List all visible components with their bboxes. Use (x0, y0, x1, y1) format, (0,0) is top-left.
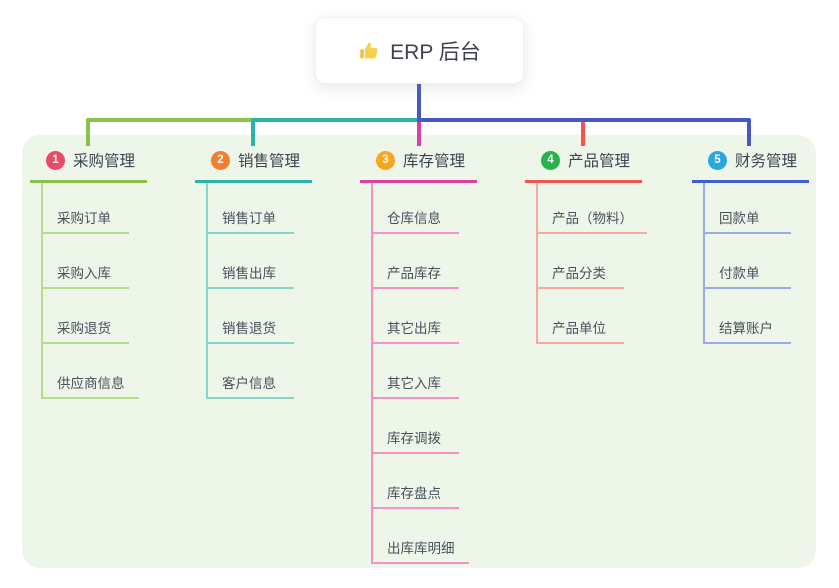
badge-2: 2 (211, 150, 230, 170)
branches-panel (22, 135, 816, 568)
branch-inventory-label: 库存管理 (403, 153, 466, 170)
node-product-category[interactable]: 产品分类 (536, 234, 624, 289)
branch-sales-children: 销售订单 销售出库 销售退货 客户信息 (195, 183, 312, 399)
node-sales-outbound[interactable]: 销售出库 (206, 234, 294, 289)
node-product-unit[interactable]: 产品单位 (536, 289, 624, 344)
node-warehouse-info[interactable]: 仓库信息 (371, 183, 459, 234)
node-supplier-info[interactable]: 供应商信息 (41, 344, 139, 399)
branch-finance-node[interactable]: 5 财务管理 (692, 143, 809, 183)
node-purchase-return[interactable]: 采购退货 (41, 289, 129, 344)
branch-finance: 5 财务管理 回款单 付款单 结算账户 (692, 143, 809, 344)
node-purchase-order[interactable]: 采购订单 (41, 183, 129, 234)
node-other-inbound[interactable]: 其它入库 (371, 344, 459, 399)
node-payment-form[interactable]: 付款单 (703, 234, 791, 289)
branch-purchase-label: 采购管理 (73, 153, 136, 170)
node-receipt-form[interactable]: 回款单 (703, 183, 791, 234)
node-sales-order[interactable]: 销售订单 (206, 183, 294, 234)
branch-product-label: 产品管理 (568, 153, 631, 170)
badge-5: 5 (708, 150, 727, 170)
node-stock-check[interactable]: 库存盘点 (371, 454, 459, 509)
branch-inventory: 3 库存管理 仓库信息 产品库存 其它出库 其它入库 库存调拨 库存盘点 出库库… (360, 143, 477, 564)
branch-product-node[interactable]: 4 产品管理 (525, 143, 642, 183)
node-other-outbound[interactable]: 其它出库 (371, 289, 459, 344)
branch-inventory-node[interactable]: 3 库存管理 (360, 143, 477, 183)
branch-purchase: 1 采购管理 采购订单 采购入库 采购退货 供应商信息 (30, 143, 147, 399)
branch-product: 4 产品管理 产品（物料） 产品分类 产品单位 (525, 143, 647, 344)
node-outbound-detail[interactable]: 出库库明细 (371, 509, 469, 564)
node-sales-return[interactable]: 销售退货 (206, 289, 294, 344)
badge-1: 1 (46, 150, 65, 170)
branch-inventory-children: 仓库信息 产品库存 其它出库 其它入库 库存调拨 库存盘点 出库库明细 (360, 183, 477, 564)
branch-finance-children: 回款单 付款单 结算账户 (692, 183, 809, 344)
node-settlement-account[interactable]: 结算账户 (703, 289, 791, 344)
node-customer-info[interactable]: 客户信息 (206, 344, 294, 399)
node-purchase-inbound[interactable]: 采购入库 (41, 234, 129, 289)
badge-3: 3 (376, 150, 395, 170)
node-product-stock[interactable]: 产品库存 (371, 234, 459, 289)
branch-sales-label: 销售管理 (238, 153, 301, 170)
thumbs-up-icon (358, 40, 380, 62)
branch-finance-label: 财务管理 (735, 153, 798, 170)
branch-sales-node[interactable]: 2 销售管理 (195, 143, 312, 183)
badge-4: 4 (541, 150, 560, 170)
branch-sales: 2 销售管理 销售订单 销售出库 销售退货 客户信息 (195, 143, 312, 399)
branch-purchase-node[interactable]: 1 采购管理 (30, 143, 147, 183)
branch-product-children: 产品（物料） 产品分类 产品单位 (525, 183, 647, 344)
root-label: ERP 后台 (390, 40, 481, 64)
branch-purchase-children: 采购订单 采购入库 采购退货 供应商信息 (30, 183, 147, 399)
node-stock-transfer[interactable]: 库存调拨 (371, 399, 459, 454)
node-product-material[interactable]: 产品（物料） (536, 183, 647, 234)
root-node[interactable]: ERP 后台 (315, 17, 524, 84)
